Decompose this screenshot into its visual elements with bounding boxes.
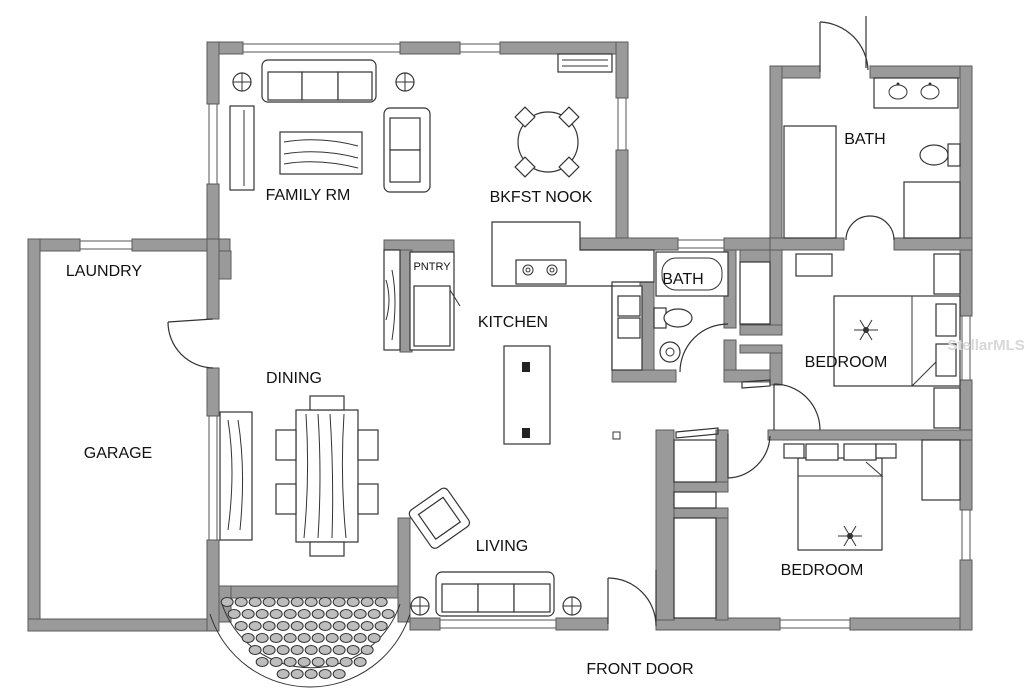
patio-stone (339, 657, 353, 667)
patio-stone (304, 597, 318, 607)
patio-stone (367, 609, 381, 619)
patio-stone (318, 621, 332, 631)
label-bath-mid: BATH (662, 271, 703, 288)
label-front-door: FRONT DOOR (586, 661, 693, 678)
patio-stone (346, 597, 360, 607)
label-bedroom-bottom: BEDROOM (781, 562, 864, 579)
patio-stone (248, 621, 262, 631)
patio-stone (311, 633, 325, 643)
patio-stone (276, 621, 290, 631)
label-kitchen: KITCHEN (478, 314, 548, 331)
patio-stone (304, 621, 318, 631)
patio-stone (318, 645, 332, 655)
patio-stone (290, 621, 304, 631)
patio-stone (325, 633, 339, 643)
label-family-rm: FAMILY RM (266, 187, 351, 204)
patio-stone (269, 609, 283, 619)
patio-stone (220, 597, 234, 607)
living-furniture (408, 487, 582, 617)
patio-stone (248, 645, 262, 655)
patio-stone (255, 609, 269, 619)
patio-stone (339, 609, 353, 619)
patio-stone (325, 609, 339, 619)
patio-stone (283, 657, 297, 667)
patio-stone (262, 645, 276, 655)
patio-stone (367, 633, 381, 643)
label-dining: DINING (266, 370, 322, 387)
patio-stone (332, 645, 346, 655)
patio-stone (269, 633, 283, 643)
patio-stone (290, 597, 304, 607)
patio-stone (234, 597, 248, 607)
patio-stone (318, 669, 332, 679)
patio-stone (332, 621, 346, 631)
patio-stone (255, 633, 269, 643)
patio-stone (283, 609, 297, 619)
patio-stone (346, 645, 360, 655)
patio-stone (262, 597, 276, 607)
patio-stone (269, 657, 283, 667)
patio-stone (290, 645, 304, 655)
breakfast-nook-furniture (514, 106, 580, 178)
patio-stone (304, 645, 318, 655)
label-bedroom-top: BEDROOM (805, 354, 888, 371)
patio-stone (311, 657, 325, 667)
room-labels: FAMILY RM BKFST NOOK BATH LAUNDRY PNTRY … (66, 131, 1024, 678)
patio-stone (297, 657, 311, 667)
patio-stone (360, 645, 374, 655)
patio-stone (381, 609, 395, 619)
patio-stone (276, 669, 290, 679)
label-pntry: PNTRY (413, 261, 451, 273)
kitchen-fixtures (383, 221, 655, 445)
bath-fixtures (653, 77, 961, 363)
label-bath-top: BATH (844, 131, 885, 148)
patio-stone (241, 633, 255, 643)
patio-stone (241, 609, 255, 619)
label-bkfst-nook: BKFST NOOK (490, 189, 593, 206)
patio-stone (346, 621, 360, 631)
label-garage: GARAGE (84, 445, 152, 462)
patio-stone (360, 621, 374, 631)
patio-stone (276, 645, 290, 655)
bedroom-furniture (673, 253, 961, 619)
patio-stone (255, 657, 269, 667)
watermark: StellarMLS (947, 337, 1024, 354)
patio-stone (374, 621, 388, 631)
patio-stone (318, 597, 332, 607)
patio-stone (297, 633, 311, 643)
label-laundry: LAUNDRY (66, 263, 143, 280)
patio-stone (283, 633, 297, 643)
patio-stone (276, 597, 290, 607)
family-room-furniture (229, 53, 613, 193)
label-living: LIVING (476, 538, 528, 555)
patio-stone (353, 657, 367, 667)
patio-stone (227, 609, 241, 619)
patio-stone (332, 669, 346, 679)
patio-stone (353, 633, 367, 643)
patio-stone (262, 621, 276, 631)
patio-stone (339, 633, 353, 643)
patio-stone (248, 597, 262, 607)
patio-stone (297, 609, 311, 619)
patio-stone (304, 669, 318, 679)
patio-stone (374, 597, 388, 607)
windows (79, 43, 971, 629)
patio-stone (360, 597, 374, 607)
patio-stone (290, 669, 304, 679)
bay-window-patio (209, 597, 411, 688)
dining-furniture (219, 395, 379, 557)
doors (167, 16, 895, 627)
patio-stone (353, 609, 367, 619)
patio-stone (234, 621, 248, 631)
patio-stone (332, 597, 346, 607)
patio-stone (311, 609, 325, 619)
patio-stone (325, 657, 339, 667)
